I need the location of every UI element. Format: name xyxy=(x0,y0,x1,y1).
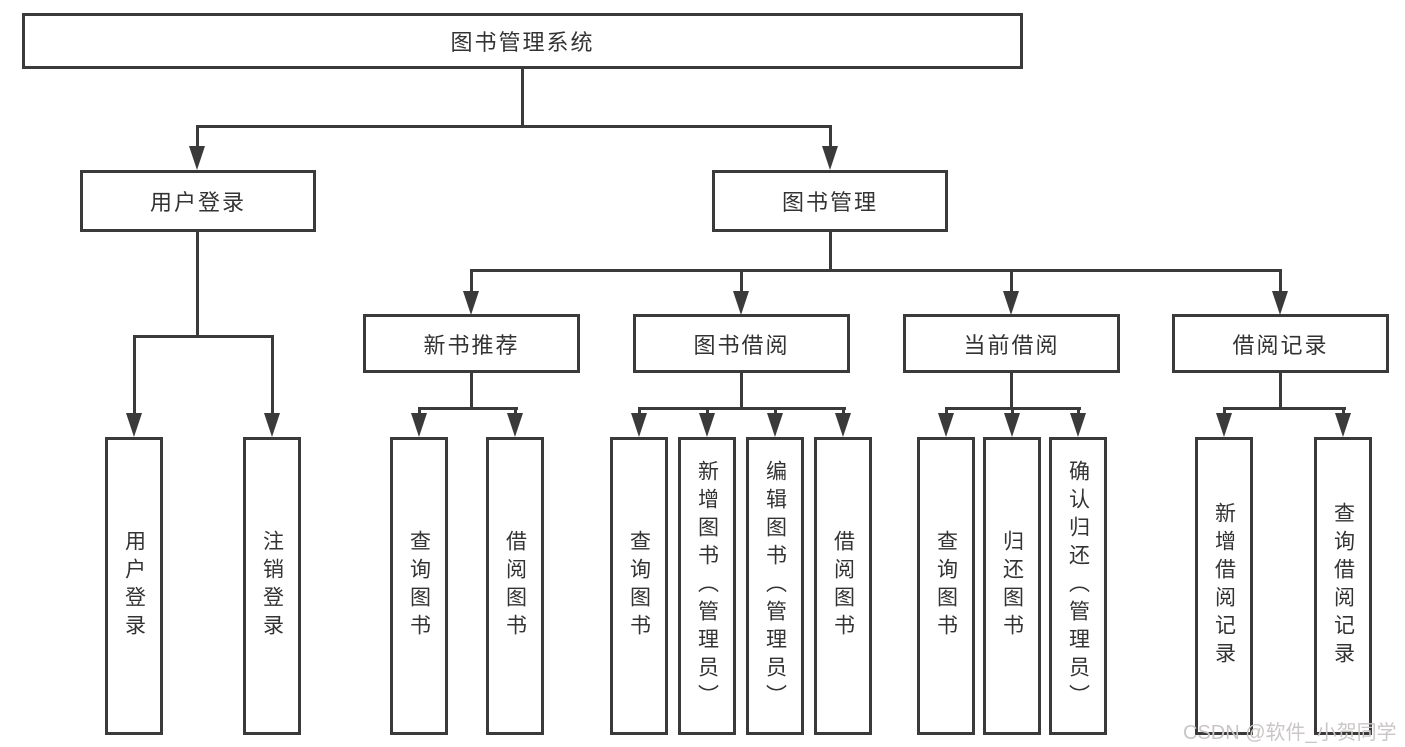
node-book-management-label: 图书管理 xyxy=(781,190,878,215)
edge-drop-leaf xyxy=(706,408,709,416)
arrow-down-icon xyxy=(822,146,838,170)
edge-group-hbar xyxy=(418,407,518,410)
edge-drop-group xyxy=(740,270,743,294)
leaf-borrow-query-books: 查询图书 xyxy=(610,437,668,735)
node-new-book-recommend-label: 新书推荐 xyxy=(423,332,520,358)
leaf-add-books-admin-label: 新增图书（管理员） xyxy=(695,460,719,712)
edge-drop-group xyxy=(1010,270,1013,294)
edge-drop-leaf xyxy=(133,336,136,416)
edge-group-stem xyxy=(1279,373,1282,408)
leaf-query-borrow-record: 查询借阅记录 xyxy=(1314,437,1372,735)
arrow-down-icon xyxy=(1216,413,1232,437)
leaf-edit-books-admin: 编辑图书（管理员） xyxy=(746,437,804,735)
edge-root-stem xyxy=(521,69,524,126)
arrow-down-icon xyxy=(411,413,427,437)
arrow-down-icon xyxy=(1070,413,1086,437)
edge-drop-leaf xyxy=(1077,408,1080,416)
leaf-borrow-query-books-label: 查询图书 xyxy=(627,530,651,642)
leaf-confirm-return-admin: 确认归还（管理员） xyxy=(1049,437,1107,735)
csdn-watermark: CSDN @软件_小贺同学 xyxy=(1183,722,1397,744)
edge-root-hbar xyxy=(196,125,832,128)
leaf-borrow-books-label: 借阅图书 xyxy=(831,530,855,642)
leaf-logout: 注销登录 xyxy=(243,437,301,735)
edge-book-management-stem xyxy=(829,232,832,270)
leaf-borrow-books: 借阅图书 xyxy=(814,437,872,735)
leaf-user-login: 用户登录 xyxy=(105,437,163,735)
arrow-down-icon xyxy=(507,413,523,437)
node-book-management: 图书管理 xyxy=(712,170,948,232)
edge-group-stem xyxy=(470,373,473,408)
edge-group-hbar xyxy=(638,407,846,410)
arrow-down-icon xyxy=(699,413,715,437)
node-book-borrow: 图书借阅 xyxy=(633,314,850,373)
arrow-down-icon xyxy=(1272,291,1288,315)
edge-user-login-stem xyxy=(196,232,199,336)
node-current-borrow: 当前借阅 xyxy=(903,314,1120,373)
edge-drop-leaf xyxy=(1011,408,1014,416)
edge-group-hbar xyxy=(1223,407,1346,410)
edge-drop-group xyxy=(470,270,473,294)
arrow-down-icon xyxy=(1335,413,1351,437)
leaf-recommend-borrow-books-label: 借阅图书 xyxy=(503,530,527,642)
arrow-down-icon xyxy=(767,413,783,437)
leaf-current-query-books-label: 查询图书 xyxy=(934,530,958,642)
edge-drop-user-login xyxy=(196,126,199,148)
edge-book-management-hbar xyxy=(470,269,1282,272)
node-root-label: 图书管理系统 xyxy=(450,30,595,55)
leaf-query-borrow-record-label: 查询借阅记录 xyxy=(1331,502,1355,670)
leaf-recommend-borrow-books: 借阅图书 xyxy=(486,437,544,735)
node-current-borrow-label: 当前借阅 xyxy=(963,332,1060,358)
leaf-recommend-query-books: 查询图书 xyxy=(390,437,448,735)
arrow-down-icon xyxy=(189,146,205,170)
edge-drop-leaf xyxy=(638,408,641,416)
node-new-book-recommend: 新书推荐 xyxy=(363,314,580,373)
node-user-login: 用户登录 xyxy=(80,170,316,232)
edge-drop-group xyxy=(1279,270,1282,294)
leaf-add-borrow-record-label: 新增借阅记录 xyxy=(1212,502,1236,670)
edge-drop-leaf xyxy=(271,336,274,416)
leaf-logout-label: 注销登录 xyxy=(260,530,284,642)
node-root: 图书管理系统 xyxy=(22,13,1023,69)
edge-drop-book-management xyxy=(829,126,832,148)
leaf-current-query-books: 查询图书 xyxy=(917,437,975,735)
node-book-borrow-label: 图书借阅 xyxy=(693,332,790,358)
edge-drop-leaf xyxy=(774,408,777,416)
edge-user-login-hbar xyxy=(133,335,274,338)
leaf-recommend-query-books-label: 查询图书 xyxy=(407,530,431,642)
edge-drop-leaf xyxy=(842,408,845,416)
edge-drop-leaf xyxy=(514,408,517,416)
leaf-confirm-return-admin-label: 确认归还（管理员） xyxy=(1066,460,1090,712)
edge-drop-leaf xyxy=(1342,408,1345,416)
edge-drop-leaf xyxy=(945,408,948,416)
arrow-down-icon xyxy=(733,291,749,315)
arrow-down-icon xyxy=(126,413,142,437)
node-borrow-records: 借阅记录 xyxy=(1172,314,1389,373)
arrow-down-icon xyxy=(463,291,479,315)
leaf-edit-books-admin-label: 编辑图书（管理员） xyxy=(763,460,787,712)
arrow-down-icon xyxy=(1004,413,1020,437)
edge-drop-leaf xyxy=(1223,408,1226,416)
arrow-down-icon xyxy=(835,413,851,437)
edge-drop-leaf xyxy=(418,408,421,416)
leaf-user-login-label: 用户登录 xyxy=(122,530,146,642)
node-user-login-label: 用户登录 xyxy=(149,190,246,215)
arrow-down-icon xyxy=(1003,291,1019,315)
leaf-return-books: 归还图书 xyxy=(983,437,1041,735)
arrow-down-icon xyxy=(264,413,280,437)
leaf-return-books-label: 归还图书 xyxy=(1000,530,1024,642)
arrow-down-icon xyxy=(631,413,647,437)
node-borrow-records-label: 借阅记录 xyxy=(1232,332,1329,358)
arrow-down-icon xyxy=(938,413,954,437)
leaf-add-books-admin: 新增图书（管理员） xyxy=(678,437,736,735)
edge-group-stem xyxy=(1010,373,1013,408)
edge-group-stem xyxy=(740,373,743,408)
leaf-add-borrow-record: 新增借阅记录 xyxy=(1195,437,1253,735)
